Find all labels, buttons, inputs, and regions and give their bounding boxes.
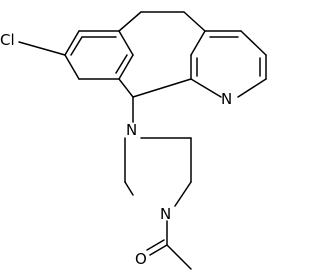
aromatic-bond [70,36,83,56]
pyridine-nitrogen-label: N [221,90,232,108]
piperazine-nitrogen-label: N [160,205,171,223]
acetyl-group [146,220,192,270]
bond [124,181,134,196]
benzene-ring [64,30,134,80]
bond [118,54,134,80]
chlorine-label: Cl [0,31,15,49]
bond [190,78,222,98]
piperazine-ring [124,137,192,207]
bond [190,30,206,56]
aromatic-bond [115,54,128,74]
bond [64,30,80,56]
pyridine-ring [190,30,267,98]
cycloheptane-ring [118,11,206,98]
bond [237,78,267,98]
bond [240,30,267,56]
molecule-structure: Cl N N N O [0,11,267,270]
bond-to-chlorine [18,41,66,56]
bond [166,244,192,270]
bond [183,11,206,32]
bond [64,54,80,80]
bond [118,30,134,56]
bond [132,78,192,98]
carbonyl-oxygen-label: O [135,250,147,268]
bond [118,11,142,32]
bond [118,78,134,98]
carbonyl-double-bond [149,244,168,256]
bond [174,181,192,207]
piperidine-nitrogen-label: N [126,121,137,139]
carbonyl-double-bond [146,239,165,251]
